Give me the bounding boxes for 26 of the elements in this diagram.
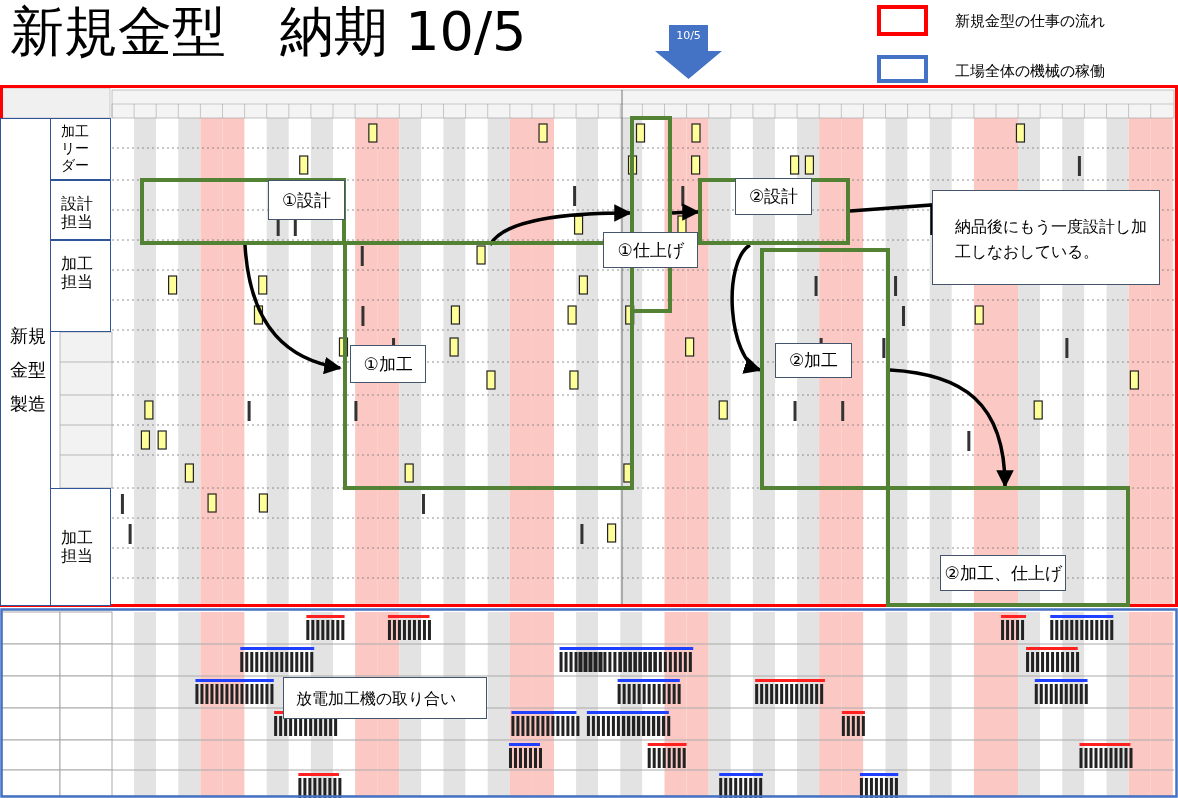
row-label: 加工リーダー	[50, 118, 111, 180]
callout-box: 放電加工機の取り合い	[283, 677, 487, 719]
legend-label: 新規金型の仕事の流れ	[955, 12, 1105, 31]
highlight-frame	[140, 178, 346, 245]
arrow	[488, 204, 632, 247]
down-arrow: 10/5	[655, 25, 722, 79]
row-label: 設計担当	[50, 180, 111, 240]
row-label: 加工担当	[50, 488, 111, 606]
step-label: ②加工、仕上げ	[940, 555, 1066, 591]
arrow	[730, 243, 762, 372]
step-label: ①加工	[350, 345, 426, 383]
title: 新規金型 納期 10/5	[10, 0, 527, 65]
row-label: 加工担当	[50, 240, 111, 332]
arrow	[889, 368, 1014, 488]
step-label: ①仕上げ	[603, 232, 698, 268]
step-label: ②設計	[735, 178, 812, 215]
highlight-frame	[886, 486, 1130, 607]
legend-label: 工場全体の機械の稼働	[955, 62, 1105, 81]
step-label: ①設計	[268, 180, 345, 220]
row-group-label: 新規金型製造	[0, 118, 51, 606]
callout-box: 納品後にもう一度設計し加工しなおしている。	[932, 190, 1160, 285]
highlight-frame	[760, 248, 890, 490]
step-label: ②加工	[775, 343, 852, 378]
arrow	[243, 244, 342, 374]
highlight-frame	[698, 178, 850, 245]
arrow	[671, 203, 700, 221]
